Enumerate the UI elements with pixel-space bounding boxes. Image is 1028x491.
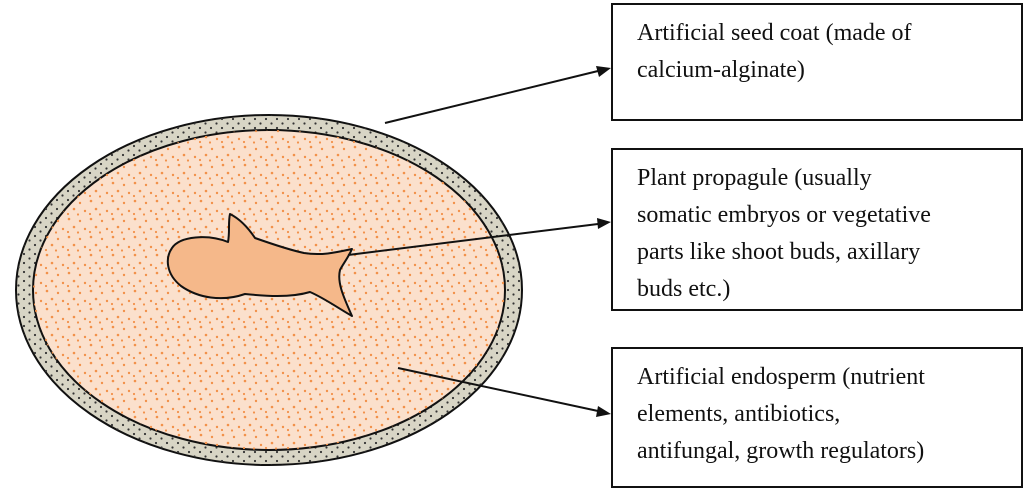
seed-coat-label-line-1: Artificial seed coat (made of [637, 15, 1021, 52]
propagule-label-line-3: parts like shoot buds, axillary [637, 234, 1021, 271]
propagule-label-box: Plant propagule (usually somatic embryos… [611, 148, 1023, 311]
seed-coat-label-box: Artificial seed coat (made of calcium-al… [611, 3, 1023, 121]
propagule-label-line-2: somatic embryos or vegetative [637, 197, 1021, 234]
propagule-label-line-1: Plant propagule (usually [637, 160, 1021, 197]
endosperm-label-box: Artificial endosperm (nutrient elements,… [611, 347, 1023, 488]
endosperm-label-line-1: Artificial endosperm (nutrient [637, 359, 1021, 396]
endosperm-label-line-3: antifungal, growth regulators) [637, 433, 1021, 470]
endosperm-label-line-2: elements, antibiotics, [637, 396, 1021, 433]
arrow-seed-coat [385, 66, 611, 123]
seed-coat-label-line-2: calcium-alginate) [637, 52, 1021, 89]
propagule-label-line-4: buds etc.) [637, 271, 1021, 308]
